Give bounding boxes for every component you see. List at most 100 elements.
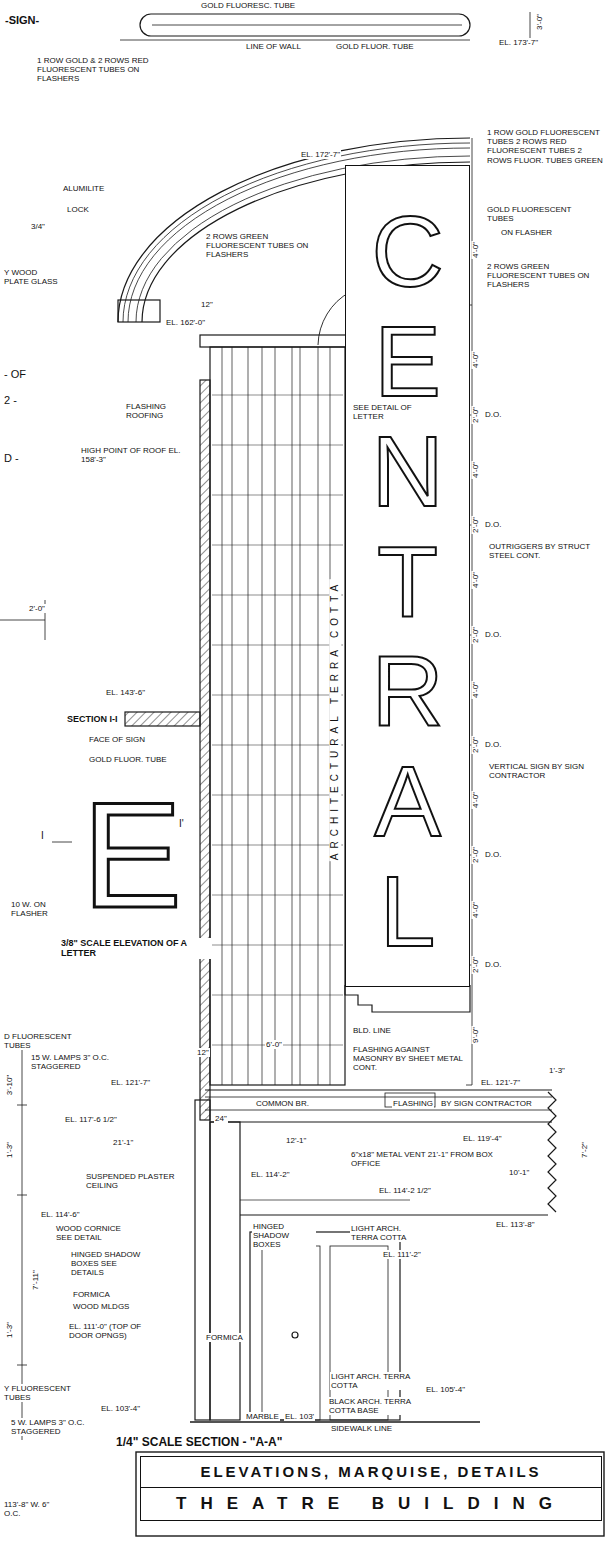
- dimension-label: 4'-0": [471, 241, 480, 259]
- marquee-line: [205, 1089, 552, 1090]
- note-text: 15 W. LAMPS 3" O.C. STAGGERED: [30, 1053, 112, 1071]
- marquee-line: [210, 1121, 552, 1122]
- letter-elevation: E: [78, 780, 186, 930]
- note-text: LINE OF WALL: [245, 42, 302, 51]
- note-text: FORMICA: [205, 1333, 244, 1342]
- dimension-label: 2'-0": [471, 516, 480, 534]
- elevation-label: EL. 173'-7": [498, 38, 539, 47]
- dimension-line: [530, 12, 531, 38]
- sidewalk-line: [190, 1421, 480, 1423]
- note-text: FLASHING AGAINST MASONRY BY SHEET METAL …: [352, 1045, 466, 1073]
- line-work: [466, 1085, 472, 1086]
- note-text: FORMICA: [72, 1290, 111, 1299]
- note-text: D FLUORESCENT TUBES: [3, 1032, 85, 1050]
- sign-letter: E: [350, 306, 465, 416]
- line-work: [292, 347, 293, 1085]
- note-text: I': [178, 818, 185, 830]
- line-work: [212, 445, 343, 446]
- note-text: GOLD FLUOR. TUBE: [335, 42, 415, 51]
- dimension-label: 2'-0": [471, 406, 480, 424]
- dimension-label: 2'-0": [471, 736, 480, 754]
- dimension-label: 4'-0": [471, 791, 480, 809]
- elevation-label: EL. 117'-6 1/2": [64, 1115, 118, 1124]
- elevation-label: EL. 119'-4": [462, 1134, 502, 1143]
- dimension-label: 21'-1": [112, 1138, 134, 1147]
- drawing-title: ELEVATIONS, MARQUISE, DETAILS: [149, 1463, 593, 1481]
- line-work: [222, 347, 223, 1085]
- line-work: [212, 895, 343, 896]
- elevation-label: EL. 172'-7": [300, 150, 341, 159]
- note-text: D.O.: [484, 740, 502, 749]
- dimension-label: 7'-2": [580, 1141, 589, 1159]
- note-text: 2 ROWS GREEN FLUORESCENT TUBES ON FLASHE…: [205, 232, 317, 260]
- line-work: [212, 595, 343, 596]
- dimension-label: 2 -: [3, 394, 18, 407]
- wall-line: [120, 40, 470, 41]
- note-text: GOLD FLUORESC. TUBE: [200, 1, 296, 10]
- door-knob: [292, 1332, 298, 1338]
- dimension-label: 2'-0": [28, 604, 46, 613]
- line-work: [262, 347, 263, 1085]
- note-text: D.O.: [484, 850, 502, 859]
- line-work: [212, 745, 343, 746]
- note-text: LIGHT ARCH. TERRA COTTA: [350, 1224, 412, 1242]
- note-text: 113'-8" W. 6" O.C.: [3, 1500, 60, 1518]
- note-text: Y FLUORESCENT TUBES: [3, 1384, 75, 1402]
- dimension-label: 7'-11": [31, 1269, 40, 1291]
- line-work: [300, 347, 301, 1085]
- tower: [210, 347, 345, 1085]
- masonry-wall: [200, 380, 210, 1120]
- sign-letter: A: [350, 746, 465, 856]
- note-text: GOLD FLUORESCENT TUBES: [486, 205, 600, 223]
- title-box: ELEVATIONS, MARQUISE, DETAILS: [140, 1456, 602, 1488]
- wall-section: [210, 1122, 240, 1420]
- elevation-label: EL. 113'-8": [495, 1220, 535, 1229]
- note-text: -SIGN-: [4, 14, 40, 27]
- note-text: BLACK ARCH. TERRA COTTA BASE: [328, 1397, 425, 1415]
- note-text: FLASHING: [392, 1099, 434, 1108]
- section-mark: [52, 842, 72, 843]
- note-text: 10 W. ON FLASHER: [10, 900, 74, 918]
- note-text: 3/8" SCALE ELEVATION OF A LETTER: [60, 938, 212, 959]
- note-text: 1/4" SCALE SECTION - "A-A": [115, 1436, 283, 1450]
- line-work: [17, 1195, 27, 1196]
- letter-section: [125, 712, 200, 726]
- marquee-edge: [548, 1092, 556, 1212]
- note-text: MARBLE: [245, 1412, 280, 1421]
- dimension-line: [472, 138, 473, 1085]
- dimension-label: 6'-0": [265, 1040, 283, 1049]
- note-text: SECTION I-I: [66, 714, 119, 724]
- note-text: BY SIGN CONTRACTOR: [440, 1099, 533, 1108]
- elevation-label: EL. 103'-4": [100, 1404, 141, 1413]
- sign-letter: C: [350, 196, 465, 306]
- door-panel: [262, 1246, 320, 1420]
- elevation-label: EL. 121'-7": [480, 1078, 521, 1087]
- dimension-label: 12": [200, 300, 214, 309]
- note-text: HIGH POINT OF ROOF EL. 158'-3": [80, 446, 182, 464]
- dimension-label: 1'-3": [5, 1321, 14, 1339]
- dimension-label: 3'-0": [535, 13, 544, 31]
- dimension-label: 4'-0": [471, 461, 480, 479]
- note-text: D.O.: [484, 410, 502, 419]
- elevation-label: EL. 111'-0" (TOP OF DOOR OPNGS): [68, 1322, 165, 1340]
- door-panel: [330, 1246, 388, 1420]
- vertical-sign: CENTRAL: [345, 165, 470, 987]
- horizontal-sign: [140, 14, 470, 36]
- note-text: 2 ROWS GREEN FLUORESCENT TUBES ON FLASHE…: [486, 262, 604, 290]
- elevation-label: EL. 103': [284, 1412, 315, 1421]
- dimension-line: [22, 1040, 23, 1440]
- note-text: HINGED SHADOW BOXES: [252, 1222, 316, 1250]
- note-text: 1 ROW GOLD FLUORESCENT TUBES 2 ROWS RED …: [486, 128, 604, 165]
- elevation-label: EL. 114'-6": [40, 1210, 80, 1219]
- elevation-label: EL. 143'-6": [105, 688, 146, 697]
- note-text: 1 ROW GOLD & 2 ROWS RED FLUORESCENT TUBE…: [36, 56, 150, 84]
- line-work: [212, 795, 343, 796]
- arc-foot: [118, 300, 160, 322]
- sign-letter: T: [350, 526, 465, 636]
- dimension-label: 2'-0": [471, 626, 480, 644]
- dimension-label: ARCHITECTURAL TERRA COTTA: [329, 579, 341, 861]
- note-text: ON FLASHER: [500, 228, 553, 237]
- note-text: HINGED SHADOW BOXES SEE DETAILS: [70, 1250, 144, 1278]
- terra-cotta-joints: [212, 395, 343, 1045]
